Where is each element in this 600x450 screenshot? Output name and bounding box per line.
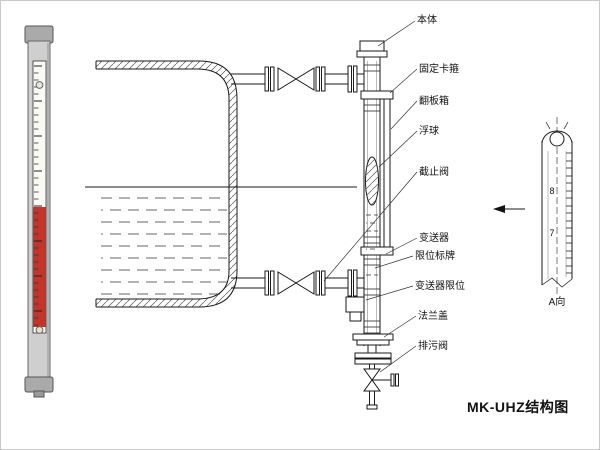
flange-cover — [352, 333, 394, 365]
label-stop-valve: 截止阀 — [419, 165, 449, 178]
label-flap-box: 翻板箱 — [419, 94, 449, 107]
view-direction-arrow — [493, 205, 525, 213]
detail-dome — [541, 130, 573, 144]
detail-scale-number-7: 7 — [549, 228, 554, 238]
column-top-cap — [359, 40, 385, 52]
upper-nozzle — [230, 65, 365, 93]
gauge-top-cap — [24, 25, 54, 44]
tank-outer-wall — [96, 60, 238, 308]
column-top-flange — [356, 50, 388, 58]
gauge-column — [345, 40, 399, 410]
label-fixing-clamp: 固定卡箍 — [419, 62, 459, 75]
label-drain-valve: 排污阀 — [418, 339, 448, 352]
float-ball — [365, 156, 379, 206]
column-section-lines — [364, 64, 380, 334]
detail-scale-ticks — [566, 152, 572, 274]
detail-top-bolt — [549, 131, 565, 147]
upper-indicator-dot — [35, 81, 44, 89]
label-flange-cover: 法兰盖 — [418, 309, 448, 322]
gauge-bottom-nub — [33, 390, 45, 398]
view-a-label: A向 — [549, 295, 566, 308]
part-labels: 本体 固定卡箍 翻板箱 浮球 截止阀 变送器 限位标牌 变送器限位 法兰盖 排污… — [415, 13, 465, 352]
flap-box-rail — [382, 94, 392, 256]
detail-scale-number-8: 8 — [549, 186, 554, 196]
gauge-shadow — [47, 43, 50, 379]
transmitter-box — [345, 296, 365, 322]
label-body: 本体 — [417, 13, 437, 26]
liquid-dashes — [101, 197, 227, 295]
fixing-clamp-top — [360, 90, 394, 100]
detail-break-line — [541, 277, 573, 288]
label-float-ball: 浮球 — [419, 124, 439, 137]
tank — [85, 60, 357, 308]
lower-indicator-dot — [35, 326, 44, 334]
lower-nozzle — [230, 269, 365, 297]
diagram-title: MK-UHZ结构图 — [467, 399, 569, 415]
leader-lines — [323, 20, 418, 373]
scale-major-ticks — [34, 63, 46, 331]
label-limit-plate: 限位标牌 — [415, 249, 455, 262]
label-transmitter-limit: 变送器限位 — [415, 279, 465, 292]
detail-view-a: 8 7 A向 — [493, 117, 573, 308]
drain-valve-assembly — [363, 364, 399, 410]
fixing-clamp-bottom — [360, 246, 394, 256]
label-transmitter: 变送器 — [419, 231, 449, 244]
gauge-bottom-cap — [24, 376, 54, 393]
gauge-photo — [24, 25, 54, 398]
tank-inner-wall — [96, 68, 230, 300]
tube-liquid-dashes — [366, 214, 378, 276]
